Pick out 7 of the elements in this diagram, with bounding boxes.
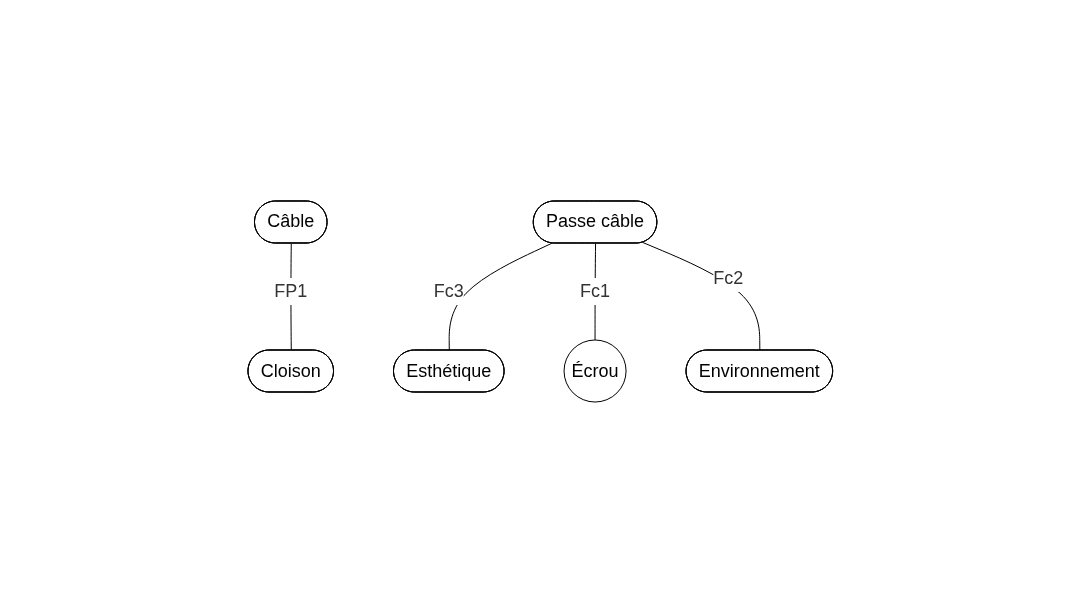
- node-circle: Écrou: [563, 339, 627, 403]
- connector: [448, 242, 553, 351]
- edge-label: Fc3: [433, 280, 464, 301]
- edge-label: FP1: [274, 280, 308, 301]
- edge-label: Fc1: [580, 280, 611, 301]
- edge-label: Fc2: [713, 267, 744, 288]
- connector: [642, 241, 761, 351]
